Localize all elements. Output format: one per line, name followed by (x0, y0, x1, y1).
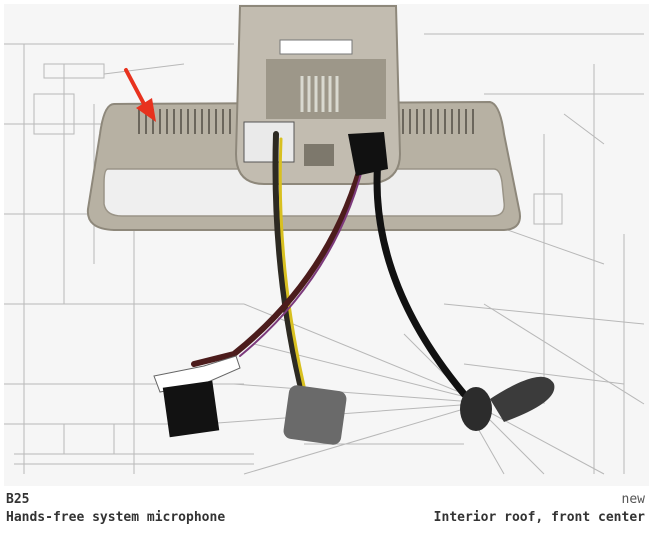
photo-illustration (4, 4, 649, 486)
wiring-harness (191, 131, 468, 398)
location-label: Interior roof, front center (433, 510, 645, 525)
caption-bar: B25 Hands-free system microphone new Int… (0, 488, 653, 544)
component-code: B25 (6, 492, 30, 507)
annotation-arrow (124, 68, 156, 122)
component-photo (4, 4, 649, 486)
status-label: new (621, 492, 645, 507)
connectors (153, 132, 555, 445)
component-title: Hands-free system microphone (6, 510, 226, 525)
